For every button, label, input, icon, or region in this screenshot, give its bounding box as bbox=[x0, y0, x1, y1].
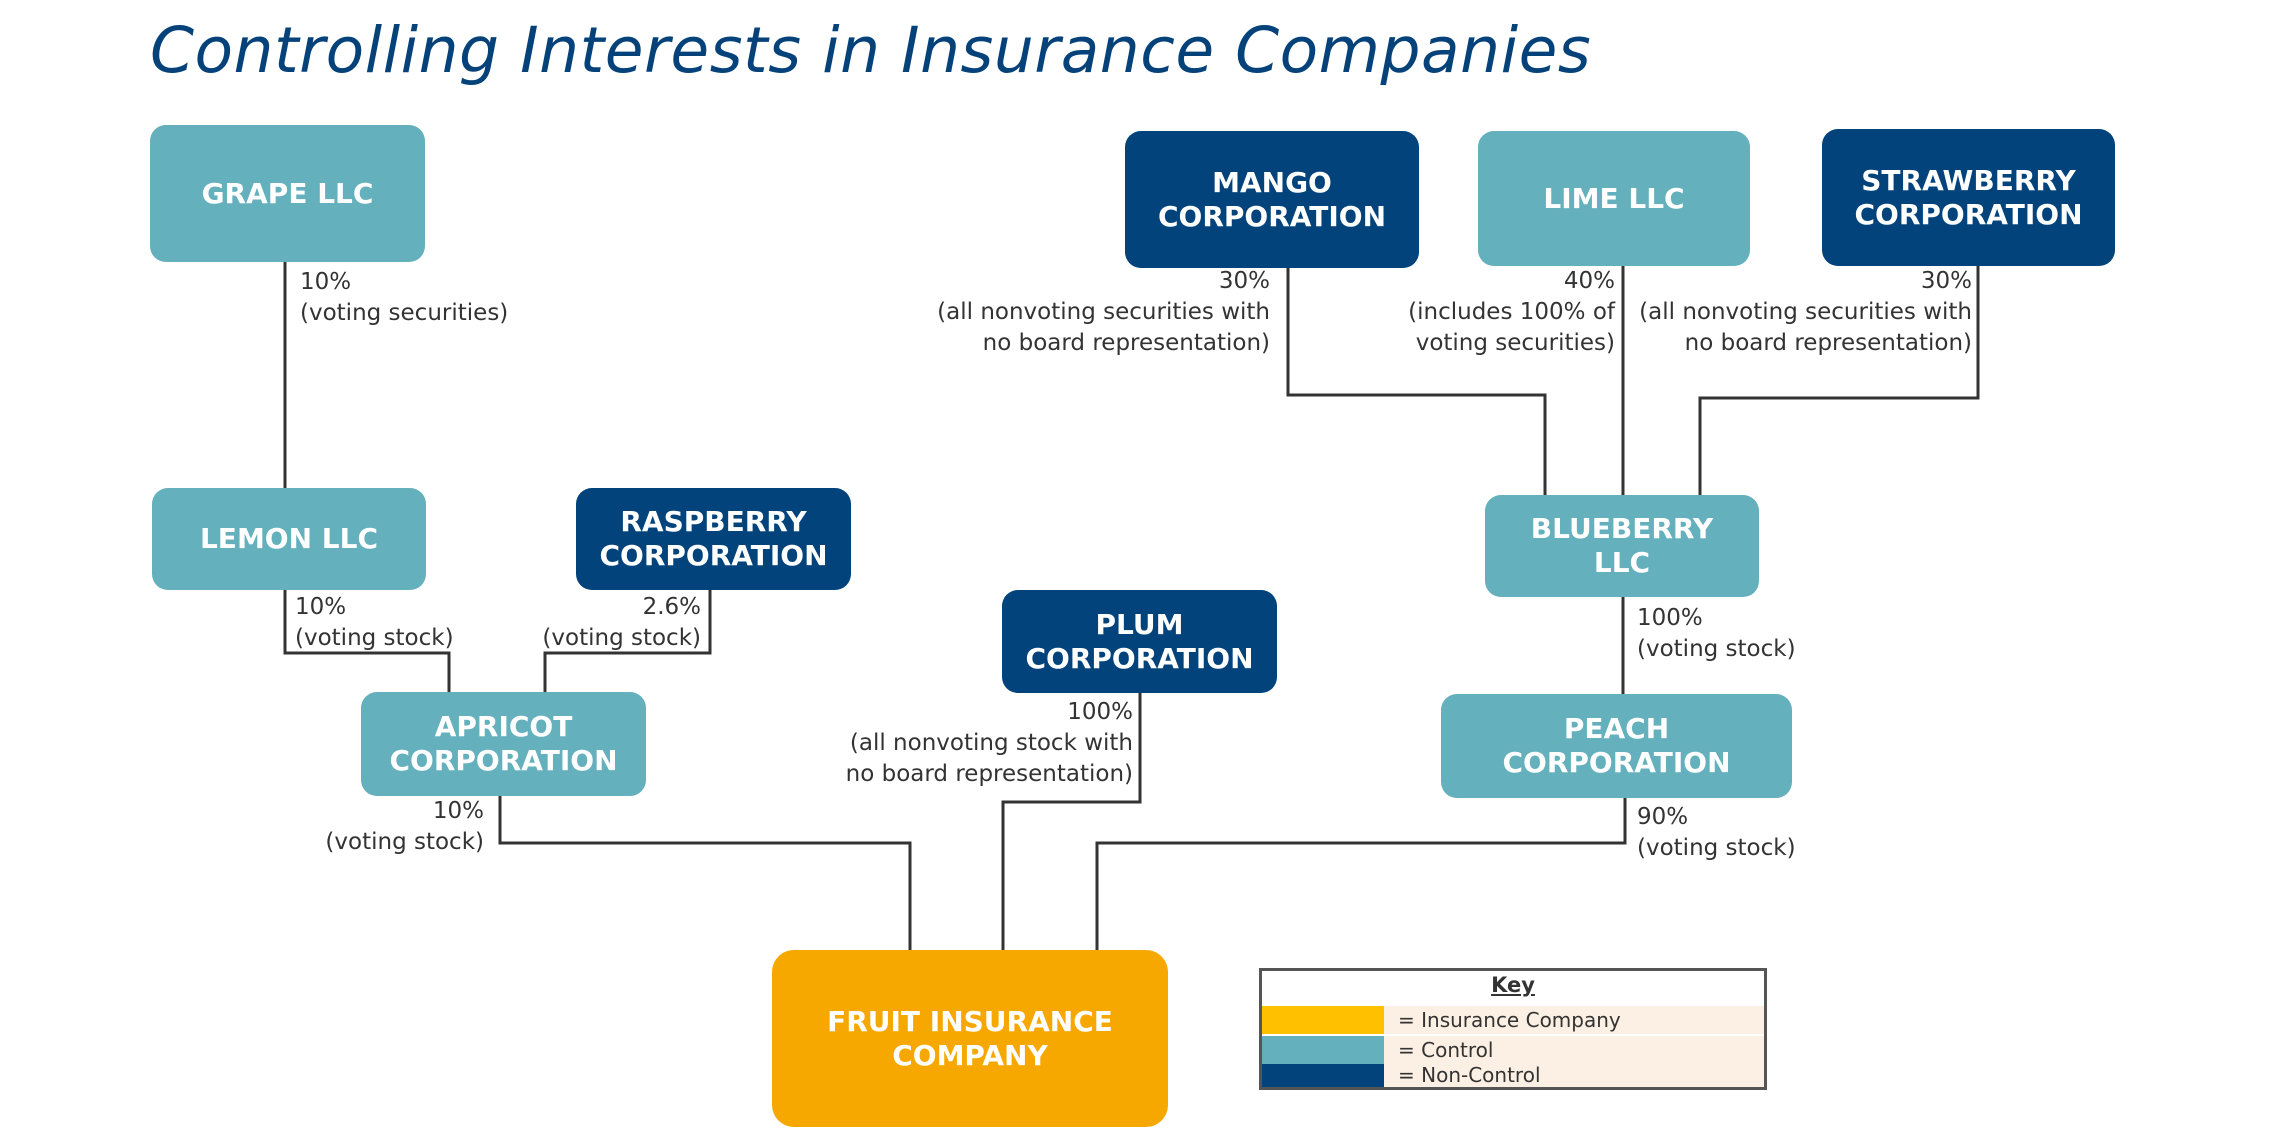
entity-mango-name-line1: MANGO bbox=[1212, 165, 1332, 199]
label-peach-fruit-pct: 90% bbox=[1637, 804, 1689, 830]
entity-lime-llc-name: LIME LLC bbox=[1543, 181, 1685, 215]
label-plum-fruit-pct: 100% bbox=[1067, 699, 1133, 725]
label-strawberry-blueberry-desc1: (all nonvoting securities with bbox=[1639, 299, 1972, 325]
entity-lemon-llc: LEMON LLC bbox=[152, 488, 426, 590]
label-lime-blueberry: 40% (includes 100% of voting securities) bbox=[1408, 266, 1615, 359]
entity-apricot-name-line1: APRICOT bbox=[434, 710, 573, 743]
legend-label-control: = Control bbox=[1398, 1038, 1494, 1062]
entity-plum-corporation: PLUM CORPORATION bbox=[1002, 590, 1277, 693]
legend-item-control: = Control bbox=[1262, 1036, 1764, 1064]
label-apricot-fruit-pct: 10% bbox=[432, 798, 484, 824]
label-blueberry-peach-desc: (voting stock) bbox=[1637, 636, 1796, 662]
entity-strawberry-name-line1: STRAWBERRY bbox=[1861, 163, 2076, 197]
entity-blueberry-llc: BLUEBERRY LLC bbox=[1485, 495, 1759, 597]
page-title: Controlling Interests in Insurance Compa… bbox=[150, 14, 1592, 87]
label-peach-fruit: 90% (voting stock) bbox=[1637, 802, 1796, 864]
entity-strawberry-corporation: STRAWBERRY CORPORATION bbox=[1822, 129, 2115, 266]
entity-raspberry-name-line1: RASPBERRY bbox=[620, 505, 807, 538]
label-strawberry-blueberry-desc2: no board representation) bbox=[1684, 330, 1972, 356]
entity-strawberry-name-line2: CORPORATION bbox=[1854, 197, 2083, 231]
entity-plum-name-line1: PLUM bbox=[1095, 607, 1184, 641]
connector-lemon-apricot bbox=[283, 590, 451, 692]
label-lemon-apricot-pct: 10% bbox=[295, 594, 347, 620]
label-grape-lemon-pct: 10% bbox=[300, 269, 352, 295]
connector-peach-fruit bbox=[1095, 798, 1627, 950]
entity-mango-name-line2: CORPORATION bbox=[1157, 199, 1387, 233]
entity-peach-name-line2: CORPORATION bbox=[1502, 746, 1731, 779]
connector-mango-blueberry bbox=[1286, 268, 1547, 495]
legend-key: Key = Insurance Company = Control = Non-… bbox=[1259, 968, 1767, 1090]
entity-fruit-name-line2: COMPANY bbox=[892, 1038, 1048, 1072]
label-grape-lemon: 10% (voting securities) bbox=[300, 267, 508, 329]
legend-item-non-control: = Non-Control bbox=[1262, 1064, 1764, 1087]
label-mango-blueberry-desc2: no board representation) bbox=[982, 330, 1270, 356]
label-lime-blueberry-pct: 40% bbox=[1563, 268, 1615, 294]
label-lemon-apricot-desc: (voting stock) bbox=[295, 625, 454, 651]
legend-title: Key bbox=[1491, 973, 1535, 997]
label-apricot-fruit: 10% (voting stock) bbox=[325, 796, 484, 858]
legend-label-non-control: = Non-Control bbox=[1398, 1063, 1541, 1087]
legend-label-insurance: = Insurance Company bbox=[1398, 1008, 1621, 1032]
label-mango-blueberry-pct: 30% bbox=[1218, 268, 1270, 294]
legend-swatch-control bbox=[1262, 1036, 1384, 1064]
entity-raspberry-name-line2: CORPORATION bbox=[599, 539, 828, 572]
label-lemon-apricot: 10% (voting stock) bbox=[295, 592, 454, 654]
connector-plum-fruit bbox=[1001, 693, 1142, 950]
label-raspberry-apricot: 2.6% (voting stock) bbox=[542, 592, 701, 654]
entity-plum-name-line2: CORPORATION bbox=[1025, 641, 1254, 675]
label-raspberry-apricot-pct: 2.6% bbox=[642, 594, 701, 620]
legend-swatch-non-control bbox=[1262, 1064, 1384, 1087]
entity-apricot-corporation: APRICOT CORPORATION bbox=[361, 692, 646, 796]
entity-lime-llc: LIME LLC bbox=[1478, 131, 1750, 266]
entity-fruit-insurance-company: FRUIT INSURANCE COMPANY bbox=[772, 950, 1168, 1127]
entity-blueberry-name-line1: BLUEBERRY bbox=[1530, 512, 1714, 545]
label-grape-lemon-desc: (voting securities) bbox=[300, 300, 509, 326]
label-plum-fruit-desc1: (all nonvoting stock with bbox=[849, 730, 1133, 756]
entity-raspberry-corporation: RASPBERRY CORPORATION bbox=[576, 488, 851, 590]
entity-grape-llc-name: GRAPE LLC bbox=[201, 176, 374, 210]
label-mango-blueberry-desc1: (all nonvoting securities with bbox=[937, 299, 1270, 325]
legend-item-insurance: = Insurance Company bbox=[1262, 1006, 1764, 1034]
label-peach-fruit-desc: (voting stock) bbox=[1637, 835, 1796, 861]
label-apricot-fruit-desc: (voting stock) bbox=[325, 829, 484, 855]
entity-fruit-name-line1: FRUIT INSURANCE bbox=[827, 1004, 1113, 1038]
connector-strawberry-blueberry bbox=[1698, 266, 1980, 495]
label-blueberry-peach-pct: 100% bbox=[1637, 605, 1703, 631]
entity-peach-name-line1: PEACH bbox=[1563, 712, 1670, 745]
label-raspberry-apricot-desc: (voting stock) bbox=[542, 625, 701, 651]
entity-grape-llc: GRAPE LLC bbox=[150, 125, 425, 262]
connector-raspberry-apricot bbox=[543, 590, 712, 692]
entity-apricot-name-line2: CORPORATION bbox=[389, 744, 618, 777]
entity-mango-corporation: MANGO CORPORATION bbox=[1125, 131, 1419, 268]
label-plum-fruit: 100% (all nonvoting stock with no board … bbox=[846, 697, 1133, 790]
label-mango-blueberry: 30% (all nonvoting securities with no bo… bbox=[937, 266, 1270, 359]
label-plum-fruit-desc2: no board representation) bbox=[845, 761, 1133, 787]
legend-swatch-insurance bbox=[1262, 1006, 1384, 1034]
entity-peach-corporation: PEACH CORPORATION bbox=[1441, 694, 1792, 798]
entity-blueberry-name-line2: LLC bbox=[1593, 546, 1651, 579]
label-strawberry-blueberry: 30% (all nonvoting securities with no bo… bbox=[1639, 266, 1972, 359]
label-strawberry-blueberry-pct: 30% bbox=[1920, 268, 1972, 294]
connector-apricot-fruit bbox=[498, 796, 912, 950]
label-blueberry-peach: 100% (voting stock) bbox=[1637, 603, 1796, 665]
entity-lemon-llc-name: LEMON LLC bbox=[199, 522, 379, 555]
label-lime-blueberry-desc2: voting securities) bbox=[1415, 330, 1615, 356]
label-lime-blueberry-desc1: (includes 100% of bbox=[1408, 299, 1615, 325]
